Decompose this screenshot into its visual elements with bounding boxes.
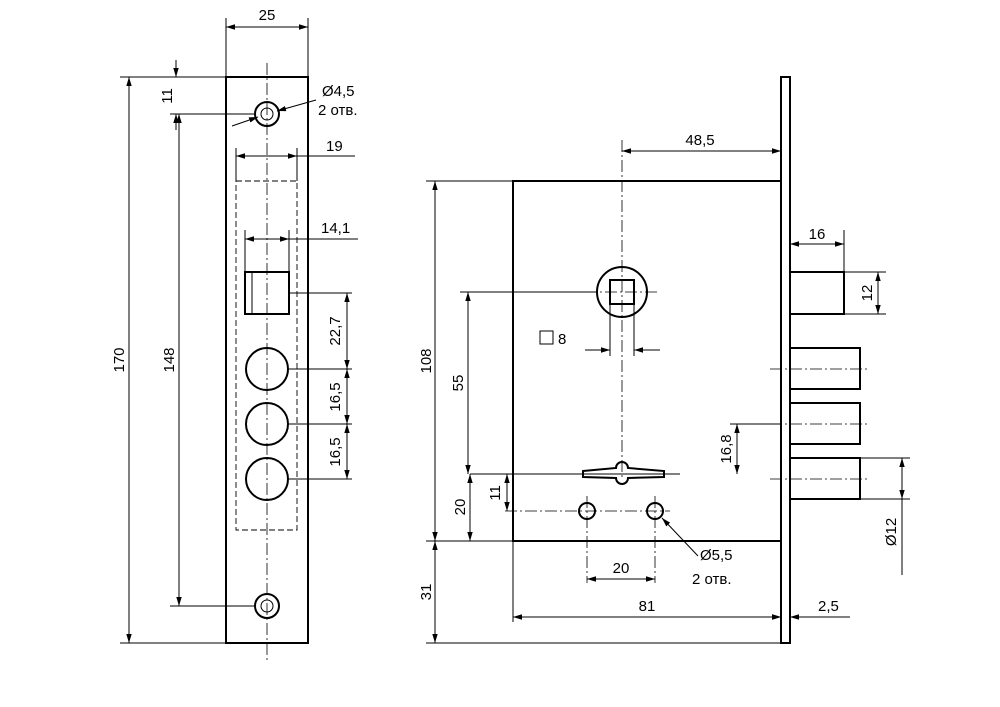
- dim-spacing-3-label: 16,5: [327, 437, 344, 466]
- dim-faceplate-thickness-label: 2,5: [818, 598, 839, 615]
- dim-inner-width-label: 19: [326, 138, 343, 155]
- dim-hole-spacing-label: 148: [161, 347, 178, 372]
- dim-body-depth-label: 81: [639, 598, 656, 615]
- dead-bolt-3: [789, 457, 861, 500]
- dim-square-label: 8: [558, 331, 566, 348]
- faceplate-top-hole-inner: [260, 107, 274, 121]
- dim-screw-leader: [661, 517, 699, 557]
- dim-latch-projection-label: 16: [809, 226, 826, 243]
- dim-screw-dia-label: Ø5,5: [700, 547, 733, 564]
- faceplate-extension-lines: [120, 18, 352, 644]
- dim-screw-note-label: 2 отв.: [692, 571, 732, 588]
- square-symbol: [539, 330, 554, 345]
- dim-hole-leader-b: [276, 99, 317, 112]
- lock-body-hidden-outline: [235, 180, 298, 531]
- dim-body-height-label: 108: [418, 348, 435, 373]
- dim-hole-note-label: 2 отв.: [318, 102, 358, 119]
- lock-body-view: 48,5 108 55 8 20 11 Ø5,5 2 отв. 20 31 81…: [418, 76, 910, 644]
- lock-case-outline: [512, 180, 782, 542]
- dim-bolt-offset-label: 16,8: [718, 434, 735, 463]
- dim-latch-height-label: 12: [859, 285, 876, 302]
- dim-keyhole-offset-label: 20: [452, 499, 469, 516]
- faceplate-bottom-hole-inner: [260, 599, 274, 613]
- dim-screw-offset-label: 11: [487, 485, 504, 501]
- dim-hole-leader: [231, 116, 259, 127]
- dim-spindle-offset-label: 48,5: [685, 132, 714, 149]
- dead-bolt-1: [789, 347, 861, 390]
- keyhole: [582, 461, 665, 485]
- dim-bolt-dia-label: Ø12: [883, 518, 900, 546]
- dim-height-total-label: 170: [111, 347, 128, 372]
- dim-hole-dia-label: Ø4,5: [322, 83, 355, 100]
- dim-bolt-width-label: 14,1: [321, 220, 350, 237]
- side-faceplate: [780, 76, 791, 644]
- dim-spacing-2-label: 16,5: [327, 382, 344, 411]
- dead-bolt-2: [789, 402, 861, 445]
- dim-top-offset-label: 11: [159, 88, 176, 104]
- latch-bolt: [789, 271, 845, 315]
- dim-spacing-1-label: 22,7: [327, 316, 344, 345]
- dim-screw-spacing-label: 20: [613, 560, 630, 577]
- dim-faceplate-width-label: 25: [259, 7, 276, 24]
- dim-spindle-height-label: 55: [450, 375, 467, 392]
- faceplate-view: 25 11 Ø4,5 2 отв. 19 14,1 22,7 16,5 16,5…: [111, 7, 358, 660]
- dim-lower-extension-label: 31: [418, 584, 435, 601]
